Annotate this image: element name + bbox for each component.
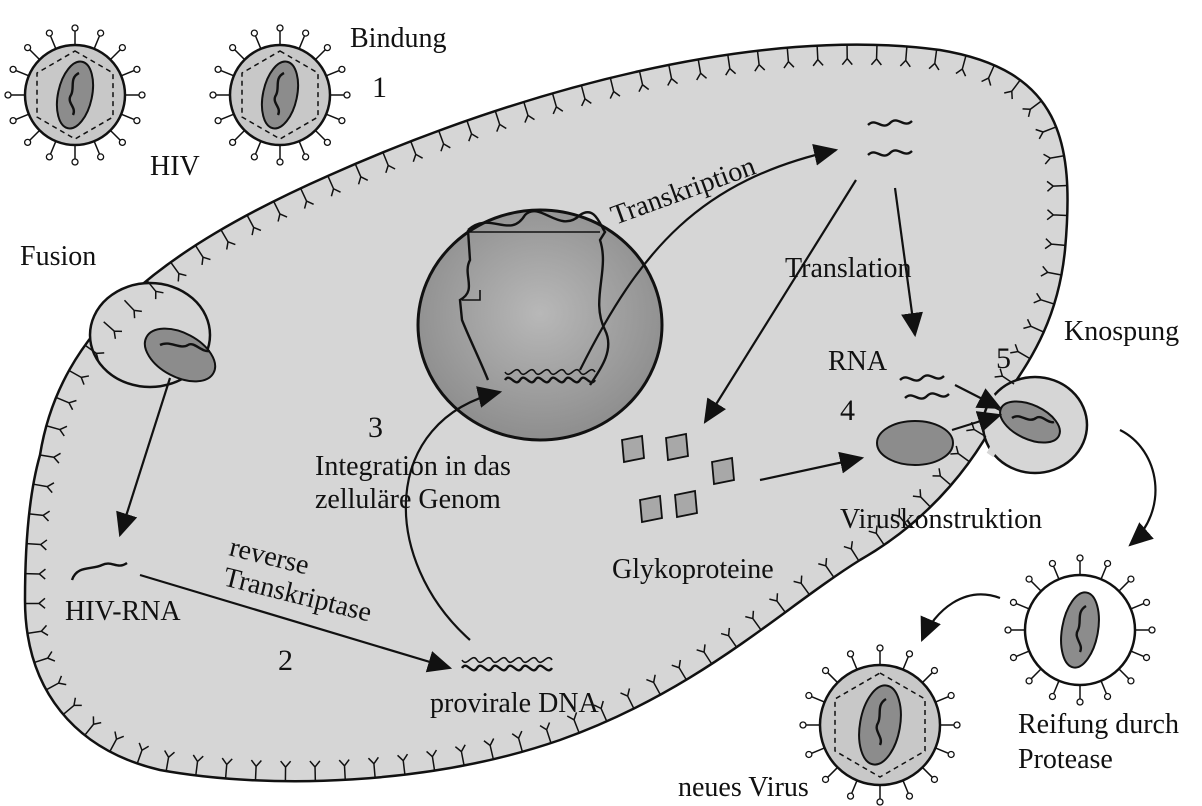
viral-assembly-core [877, 421, 953, 465]
label-reifung-1: Reifung durch [1018, 709, 1179, 740]
nucleus [418, 210, 662, 440]
label-integration-2: zelluläre Genom [315, 484, 501, 515]
new-virion [800, 645, 960, 805]
arrow-bud-to-mature [1120, 430, 1155, 545]
step-2: 2 [278, 644, 293, 677]
maturing-virion [1005, 555, 1155, 705]
label-glykoproteine: Glykoproteine [612, 554, 774, 585]
label-hiv-rna: HIV-RNA [65, 596, 181, 627]
label-viruskonstruktion: Viruskonstruktion [840, 504, 1042, 535]
label-bindung: Bindung [350, 23, 446, 54]
step-5: 5 [996, 342, 1011, 375]
label-knospung: Knospung [1064, 316, 1179, 347]
label-provirale-dna: provirale DNA [430, 688, 600, 719]
label-hiv: HIV [150, 151, 200, 182]
hiv-virion-2 [210, 25, 350, 165]
step-4: 4 [840, 394, 855, 427]
step-1: 1 [372, 71, 387, 104]
hiv-virion-1 [5, 25, 145, 165]
label-translation: Translation [785, 253, 912, 284]
step-3: 3 [368, 411, 383, 444]
label-reifung-2: Protease [1018, 744, 1113, 775]
label-rna: RNA [828, 346, 888, 377]
arrow-mature-to-new [922, 594, 1000, 640]
label-neues-virus: neues Virus [678, 772, 809, 803]
label-fusion: Fusion [20, 241, 96, 272]
label-integration-1: Integration in das [315, 451, 511, 482]
